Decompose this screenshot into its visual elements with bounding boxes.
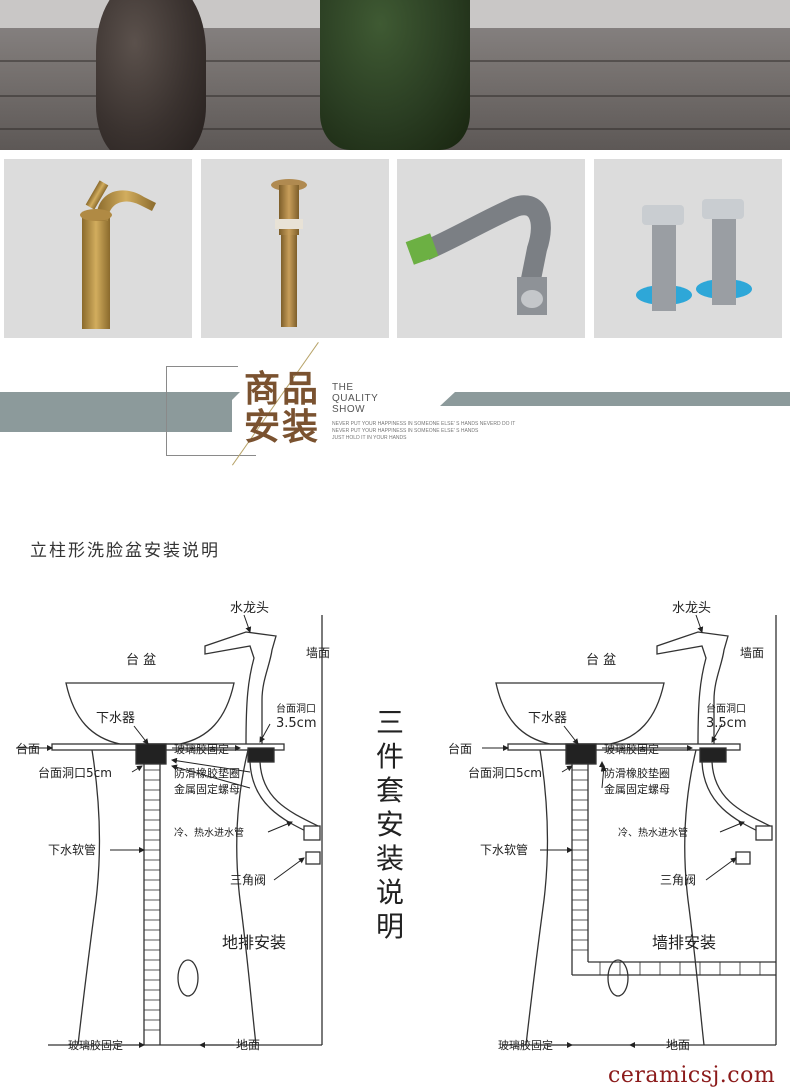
three-piece-install-title: 三 件 套 安 装 说 明 — [372, 706, 408, 944]
angle-valves-image — [594, 159, 782, 338]
banner-small-line3: JUST HOLD IT IN YOUR HANDS — [332, 435, 407, 441]
right-glass-glue-bottom-label: 玻璃胶固定 — [498, 1038, 553, 1052]
vertical-char: 件 — [375, 740, 404, 773]
right-drain-label: 下水器 — [528, 711, 567, 726]
right-rubber-washer-label: 防滑橡胶垫圈 — [604, 766, 670, 780]
left-glass-glue-bottom-label: 玻璃胶固定 — [68, 1038, 123, 1052]
left-faucet-nut — [247, 747, 275, 763]
section-title: 立柱形洗脸盆安装说明 — [30, 541, 220, 561]
left-install-type-label: 地排安装 — [222, 933, 286, 952]
left-basin — [65, 682, 235, 745]
right-hole-top-label-1: 台面洞口 — [706, 702, 746, 715]
right-water-inlet — [701, 761, 771, 835]
watermark: ceramicsj.com — [608, 1063, 776, 1088]
vertical-char: 套 — [375, 774, 404, 807]
left-basin-label: 台 盆 — [126, 653, 156, 668]
banner-subtitle: THE QUALITY SHOW — [332, 382, 378, 415]
banner-tagline: NEVER PUT YOUR HAPPINESS IN SOMEONE ELSE… — [332, 421, 532, 442]
drain-hose-image — [397, 159, 585, 338]
right-angle-valve-label: 三角阀 — [660, 873, 696, 887]
banner-band-right — [455, 392, 790, 406]
right-countertop-label: 台面 — [448, 741, 472, 756]
right-basin — [495, 682, 665, 745]
left-drain-hose — [143, 762, 161, 1045]
left-water-inlet-label: 冷、热水进水管 — [174, 826, 244, 839]
left-pedestal — [77, 749, 257, 1046]
banner-band-left — [0, 392, 232, 432]
right-angle-valve — [755, 825, 773, 841]
left-drain-hose-label: 下水软管 — [48, 842, 96, 857]
banner-en-line1: THE — [332, 382, 354, 393]
left-countertop-hole-label: 台面洞口5cm — [38, 765, 112, 780]
banner-small-line2: NEVER PUT YOUR HAPPINESS IN SOMEONE ELSE… — [332, 428, 479, 434]
left-faucet-label: 水龙头 — [230, 601, 269, 616]
right-pedestal — [525, 749, 705, 1046]
left-drain-fitting — [135, 743, 167, 765]
banner-title: 商品 安装 — [244, 371, 324, 447]
brass-faucet-image — [4, 159, 192, 338]
left-wall-label: 墙面 — [306, 646, 330, 660]
banner-frame — [166, 366, 167, 456]
right-diagram — [495, 615, 777, 1046]
right-labels — [482, 614, 745, 1048]
banner-en-line2: QUALITY — [332, 393, 379, 404]
banner-frame-top — [166, 366, 238, 367]
right-faucet — [656, 631, 729, 745]
vertical-char: 说 — [375, 876, 404, 909]
left-glass-glue-label: 玻璃胶固定 — [174, 742, 229, 756]
vertical-char: 三 — [375, 706, 404, 739]
right-drain-fitting — [565, 743, 597, 765]
left-access-hole — [177, 959, 199, 997]
right-drain-hose — [571, 762, 776, 976]
installation-diagrams: 水龙头 墙面 台 盆 台面洞口 3.5cm 下水器 台面 玻璃胶固定 台面洞口5… — [16, 601, 777, 1052]
right-hole-top-label-2: 3.5cm — [706, 716, 747, 731]
right-glass-glue-label: 玻璃胶固定 — [604, 742, 659, 756]
left-hole-top-label-1: 台面洞口 — [276, 702, 316, 715]
left-angle-valve-label: 三角阀 — [230, 873, 266, 887]
banner-title-line1: 商品 — [244, 369, 321, 410]
banner-band-left-slope — [200, 392, 240, 432]
left-rubber-washer-label: 防滑橡胶垫圈 — [174, 766, 240, 780]
left-drain-label: 下水器 — [96, 711, 135, 726]
dark-jar-image — [96, 0, 206, 150]
right-basin-label: 台 盆 — [586, 653, 616, 668]
banner-frame-bottom — [166, 455, 256, 456]
hero-photo — [0, 0, 790, 150]
vertical-char: 安 — [375, 808, 404, 841]
right-faucet-label: 水龙头 — [672, 601, 711, 616]
right-wall-label: 墙面 — [740, 646, 764, 660]
left-faucet — [204, 631, 277, 745]
right-metal-nut-label: 金属固定螺母 — [604, 782, 670, 796]
banner-small-line1: NEVER PUT YOUR HAPPINESS IN SOMEONE ELSE… — [332, 421, 516, 427]
banner-en-line3: SHOW — [332, 404, 366, 415]
right-faucet-nut — [699, 747, 727, 763]
left-floor-label: 地面 — [236, 1038, 260, 1052]
right-access-hole — [607, 959, 629, 997]
right-water-inlet-label: 冷、热水进水管 — [618, 826, 688, 839]
left-angle-valve — [303, 825, 321, 841]
green-pedestal-basin-image — [320, 0, 470, 150]
left-diagram — [48, 615, 323, 1046]
vertical-char: 装 — [375, 842, 404, 875]
left-countertop-label: 台面 — [16, 741, 40, 756]
banner-title-line2: 安装 — [244, 407, 321, 448]
right-install-type-label: 墙排安装 — [652, 933, 716, 952]
right-floor-label: 地面 — [666, 1038, 690, 1052]
left-metal-nut-label: 金属固定螺母 — [174, 782, 240, 796]
left-water-inlet — [249, 761, 319, 835]
pop-up-drain-image — [201, 159, 389, 338]
right-countertop-hole-label: 台面洞口5cm — [468, 765, 542, 780]
vertical-char: 明 — [375, 910, 404, 943]
banner-band-right-slope — [440, 392, 455, 406]
left-hole-top-label-2: 3.5cm — [276, 716, 317, 731]
right-drain-hose-label: 下水软管 — [480, 842, 528, 857]
left-labels — [16, 614, 305, 1048]
